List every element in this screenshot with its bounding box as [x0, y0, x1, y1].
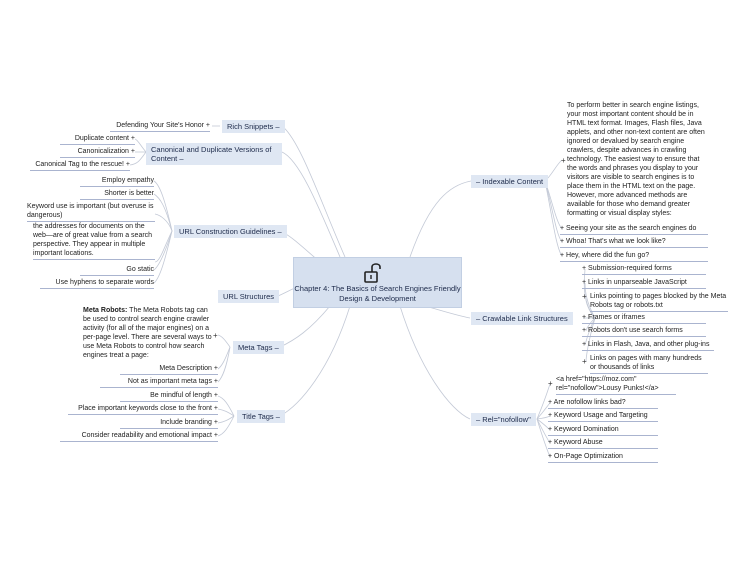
- crawlable-item-1[interactable]: + Submission-required forms: [582, 264, 706, 275]
- collapse-toggle[interactable]: –: [179, 154, 184, 163]
- url-guideline-2[interactable]: Shorter is better: [80, 189, 154, 200]
- collapse-toggle[interactable]: –: [476, 415, 481, 424]
- crawlable-item-2[interactable]: + Links in unparseable JavaScript: [582, 278, 706, 289]
- branch-nofollow[interactable]: – Rel="nofollow": [471, 413, 536, 426]
- canonical-item-1[interactable]: Duplicate content +: [60, 134, 135, 145]
- collapse-toggle[interactable]: –: [277, 227, 282, 236]
- unlocked-padlock-icon: [364, 263, 381, 283]
- expand-toggle[interactable]: +: [582, 292, 587, 301]
- url-guideline-5[interactable]: Go static: [80, 265, 154, 276]
- indexable-item-2[interactable]: + Whoa! That's what we look like?: [560, 237, 708, 248]
- meta-robots-note[interactable]: Meta Robots: The Meta Robots tag can be …: [83, 307, 212, 359]
- title-tags-item-1[interactable]: Be mindful of length +: [120, 391, 218, 402]
- rich-snippets-item-1[interactable]: Defending Your Site's Honor +: [110, 121, 210, 132]
- crawlable-item-3[interactable]: Links pointing to pages blocked by the M…: [590, 292, 728, 312]
- expand-toggle[interactable]: +: [561, 156, 566, 165]
- title-tags-item-2[interactable]: Place important keywords close to the fr…: [68, 404, 218, 415]
- nofollow-item-3[interactable]: + Keyword Usage and Targeting: [548, 411, 658, 422]
- collapse-toggle[interactable]: –: [476, 177, 481, 186]
- collapse-toggle[interactable]: –: [275, 122, 280, 131]
- meta-tags-item-1[interactable]: Meta Description +: [120, 364, 218, 375]
- crawlable-item-4[interactable]: + Frames or iframes: [582, 313, 706, 324]
- crawlable-item-5[interactable]: + Robots don't use search forms: [582, 326, 706, 337]
- branch-crawlable-links[interactable]: – Crawlable Link Structures: [471, 312, 573, 325]
- crawlable-item-6[interactable]: + Links in Flash, Java, and other plug-i…: [582, 340, 714, 351]
- collapse-toggle[interactable]: –: [274, 343, 279, 352]
- nofollow-item-6[interactable]: + On-Page Optimization: [548, 452, 658, 463]
- branch-rich-snippets[interactable]: Rich Snippets –: [222, 120, 285, 133]
- branch-url-guidelines[interactable]: URL Construction Guidelines –: [174, 225, 287, 238]
- collapse-toggle[interactable]: –: [476, 314, 481, 323]
- nofollow-item-2[interactable]: + Are nofollow links bad?: [548, 398, 658, 409]
- canonical-item-2[interactable]: Canonicalization +: [60, 147, 135, 158]
- branch-url-structures[interactable]: URL Structures: [218, 290, 279, 303]
- canonical-item-3[interactable]: Canonical Tag to the rescue! +: [30, 160, 130, 171]
- indexable-item-3[interactable]: + Hey, where did the fun go?: [560, 251, 708, 262]
- title-tags-item-3[interactable]: Include branding +: [120, 418, 218, 429]
- meta-tags-item-2[interactable]: Not as important meta tags +: [100, 377, 218, 388]
- central-title: Chapter 4: The Basics of Search Engines …: [294, 284, 461, 303]
- nofollow-item-4[interactable]: + Keyword Domination: [548, 425, 658, 436]
- crawlable-item-7[interactable]: Links on pages with many hundreds or tho…: [590, 354, 708, 374]
- url-guideline-4[interactable]: the addresses for documents on the web—a…: [33, 222, 155, 260]
- url-guideline-6[interactable]: Use hyphens to separate words: [40, 278, 154, 289]
- title-tags-item-4[interactable]: Consider readability and emotional impac…: [60, 431, 218, 442]
- collapse-toggle[interactable]: –: [275, 412, 280, 421]
- url-guideline-1[interactable]: Employ empathy: [80, 176, 154, 187]
- expand-toggle[interactable]: +: [582, 357, 587, 366]
- branch-meta-tags[interactable]: Meta Tags –: [233, 341, 284, 354]
- branch-title-tags[interactable]: Title Tags –: [237, 410, 285, 423]
- nofollow-item-5[interactable]: + Keyword Abuse: [548, 438, 658, 449]
- branch-indexable-content[interactable]: – Indexable Content: [471, 175, 549, 188]
- expand-toggle[interactable]: +: [548, 379, 553, 388]
- central-topic[interactable]: Chapter 4: The Basics of Search Engines …: [293, 257, 462, 308]
- url-guideline-3[interactable]: Keyword use is important (but overuse is…: [27, 202, 155, 222]
- expand-toggle[interactable]: +: [213, 331, 218, 340]
- nofollow-item-1[interactable]: <a href="https://moz.com" rel="nofollow"…: [556, 375, 676, 395]
- indexable-item-1[interactable]: + Seeing your site as the search engines…: [560, 224, 708, 235]
- branch-canonical[interactable]: Canonical and Duplicate Versions of Cont…: [146, 143, 282, 165]
- indexable-note[interactable]: To perform better in search engine listi…: [567, 102, 705, 217]
